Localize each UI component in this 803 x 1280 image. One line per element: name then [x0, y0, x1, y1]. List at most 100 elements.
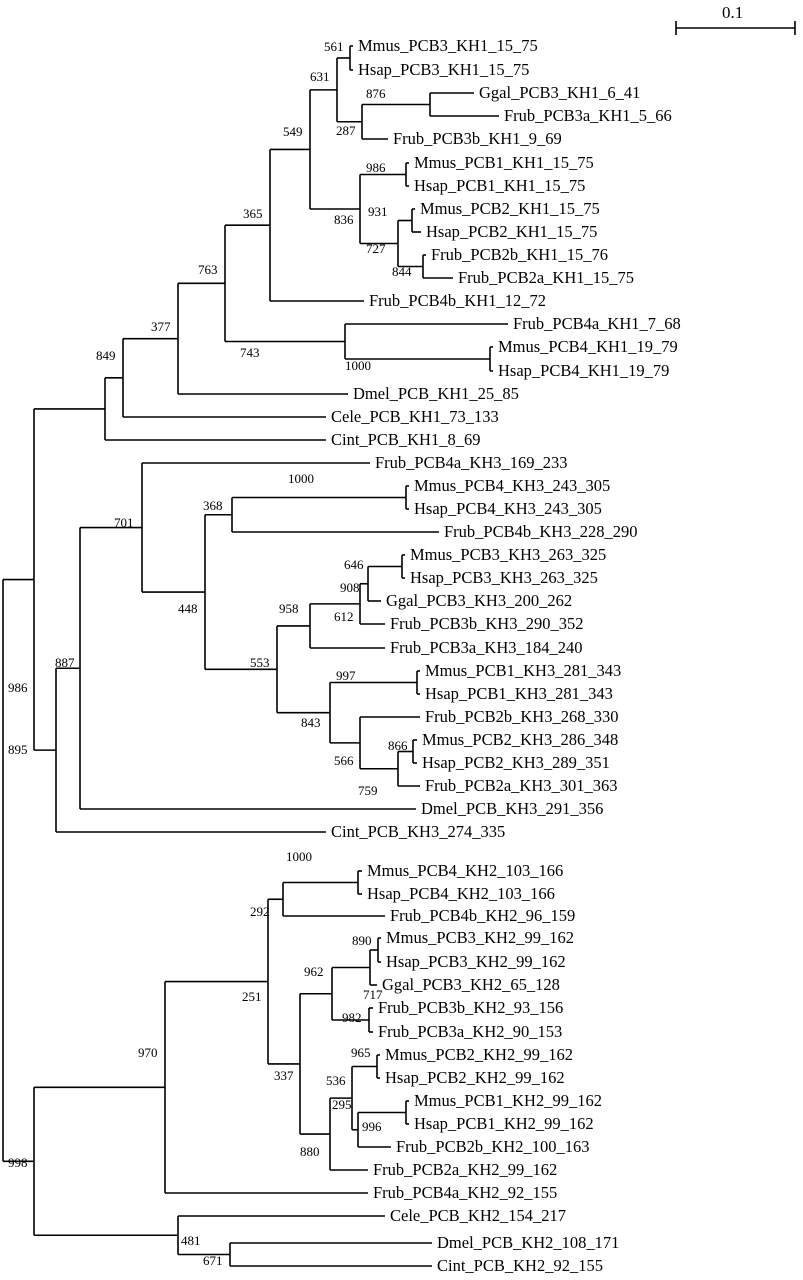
- support-value: 849: [96, 348, 116, 363]
- taxon-label: Frub_PCB3a_KH2_90_153: [378, 1022, 562, 1041]
- support-value: 895: [8, 742, 28, 757]
- taxon-label: Hsap_PCB1_KH3_281_343: [425, 684, 613, 703]
- support-value: 251: [242, 989, 262, 1004]
- taxon-label: Hsap_PCB4_KH1_19_79: [498, 361, 669, 380]
- support-value: 536: [326, 1073, 346, 1088]
- support-value: 998: [8, 1155, 28, 1170]
- support-value: 1000: [288, 471, 314, 486]
- taxon-label: Frub_PCB3b_KH3_290_352: [390, 614, 583, 633]
- taxon-label: Hsap_PCB3_KH2_99_162: [386, 952, 566, 971]
- taxon-label: Frub_PCB2b_KH1_15_76: [431, 245, 608, 264]
- taxon-label: Frub_PCB2a_KH1_15_75: [458, 268, 634, 287]
- support-value: 295: [332, 1097, 352, 1112]
- support-value: 612: [334, 609, 354, 624]
- taxon-label: Hsap_PCB2_KH2_99_162: [385, 1068, 565, 1087]
- taxon-label: Mmus_PCB1_KH3_281_343: [425, 661, 621, 680]
- support-value: 759: [358, 783, 378, 798]
- support-value: 365: [243, 206, 263, 221]
- support-value: 549: [283, 124, 303, 139]
- support-value: 887: [55, 655, 75, 670]
- taxon-label: Cint_PCB_KH1_8_69: [331, 430, 480, 449]
- support-value: 671: [203, 1253, 223, 1268]
- support-value: 701: [114, 515, 134, 530]
- taxon-label: Hsap_PCB2_KH1_15_75: [426, 222, 597, 241]
- taxon-label: Ggal_PCB3_KH3_200_262: [386, 591, 572, 610]
- taxon-label: Hsap_PCB1_KH1_15_75: [414, 176, 585, 195]
- support-value: 986: [8, 680, 28, 695]
- taxon-label: Ggal_PCB3_KH1_6_41: [479, 83, 640, 102]
- taxon-label: Mmus_PCB1_KH1_15_75: [414, 153, 594, 172]
- taxon-label: Dmel_PCB_KH3_291_356: [421, 799, 603, 818]
- support-value: 958: [279, 601, 299, 616]
- taxon-label: Hsap_PCB4_KH2_103_166: [367, 884, 555, 903]
- support-value: 996: [362, 1119, 382, 1134]
- support-value: 553: [250, 655, 270, 670]
- support-value: 982: [342, 1010, 362, 1025]
- taxon-label: Mmus_PCB3_KH2_99_162: [386, 928, 574, 947]
- taxon-label: Cele_PCB_KH1_73_133: [331, 407, 499, 426]
- support-value: 377: [151, 319, 171, 334]
- support-value: 836: [334, 212, 354, 227]
- support-value: 717: [363, 987, 383, 1002]
- support-value: 763: [198, 262, 218, 277]
- support-value: 448: [178, 601, 198, 616]
- support-value: 287: [336, 123, 356, 138]
- taxon-label: Frub_PCB4a_KH3_169_233: [375, 453, 568, 472]
- support-value: 908: [340, 580, 360, 595]
- support-value: 880: [300, 1144, 320, 1159]
- support-value: 1000: [286, 849, 312, 864]
- taxon-label: Hsap_PCB2_KH3_289_351: [422, 753, 610, 772]
- taxon-label: Frub_PCB3b_KH1_9_69: [393, 129, 562, 148]
- taxon-label: Frub_PCB4b_KH1_12_72: [369, 291, 546, 310]
- taxon-label: Frub_PCB2b_KH3_268_330: [425, 707, 618, 726]
- taxon-label: Mmus_PCB4_KH3_243_305: [414, 476, 610, 495]
- taxon-label: Dmel_PCB_KH1_25_85: [353, 384, 519, 403]
- taxon-label: Frub_PCB3a_KH1_5_66: [504, 106, 672, 125]
- taxon-label: Ggal_PCB3_KH2_65_128: [382, 975, 560, 994]
- taxon-label: Mmus_PCB1_KH2_99_162: [414, 1091, 602, 1110]
- taxon-label: Hsap_PCB1_KH2_99_162: [414, 1114, 594, 1133]
- taxon-label: Frub_PCB2a_KH2_99_162: [373, 1160, 557, 1179]
- support-value: 876: [366, 86, 386, 101]
- taxon-label: Mmus_PCB2_KH1_15_75: [420, 199, 600, 218]
- support-value: 566: [334, 753, 354, 768]
- support-value: 481: [181, 1233, 201, 1248]
- taxon-label: Cele_PCB_KH2_154_217: [390, 1206, 566, 1225]
- support-value: 561: [324, 39, 344, 54]
- support-value: 962: [304, 964, 324, 979]
- taxon-label: Dmel_PCB_KH2_108_171: [437, 1233, 619, 1252]
- support-value: 337: [274, 1068, 294, 1083]
- taxon-label: Hsap_PCB4_KH3_243_305: [414, 499, 602, 518]
- taxon-label: Mmus_PCB4_KH2_103_166: [367, 861, 563, 880]
- support-value: 844: [392, 264, 412, 279]
- support-value: 368: [203, 498, 223, 513]
- taxon-label: Cint_PCB_KH3_274_335: [331, 822, 505, 841]
- support-value: 727: [366, 241, 386, 256]
- support-value: 631: [310, 69, 330, 84]
- taxon-label: Mmus_PCB3_KH3_263_325: [410, 545, 606, 564]
- taxon-label: Mmus_PCB4_KH1_19_79: [498, 337, 678, 356]
- support-value: 931: [368, 204, 388, 219]
- support-value: 890: [352, 933, 372, 948]
- support-value: 292: [250, 904, 270, 919]
- tree-branches: [2, 45, 508, 1267]
- taxon-label: Mmus_PCB2_KH3_286_348: [422, 730, 618, 749]
- support-value: 986: [366, 160, 386, 175]
- taxon-label: Frub_PCB4a_KH2_92_155: [373, 1183, 557, 1202]
- support-value: 646: [344, 557, 364, 572]
- scale-bar: 0.1: [675, 3, 796, 35]
- taxon-label: Mmus_PCB3_KH1_15_75: [358, 36, 538, 55]
- taxon-label: Frub_PCB2b_KH2_100_163: [396, 1137, 589, 1156]
- support-value: 843: [301, 715, 321, 730]
- support-value: 1000: [345, 358, 371, 373]
- taxon-label: Frub_PCB3a_KH3_184_240: [390, 638, 583, 657]
- taxon-label: Frub_PCB2a_KH3_301_363: [425, 776, 618, 795]
- taxon-label: Frub_PCB3b_KH2_93_156: [378, 998, 563, 1017]
- taxon-label: Frub_PCB4a_KH1_7_68: [513, 314, 681, 333]
- taxon-label: Frub_PCB4b_KH2_96_159: [390, 906, 575, 925]
- scale-bar-label: 0.1: [722, 3, 743, 22]
- support-value: 743: [240, 345, 260, 360]
- taxon-label: Hsap_PCB3_KH1_15_75: [358, 60, 529, 79]
